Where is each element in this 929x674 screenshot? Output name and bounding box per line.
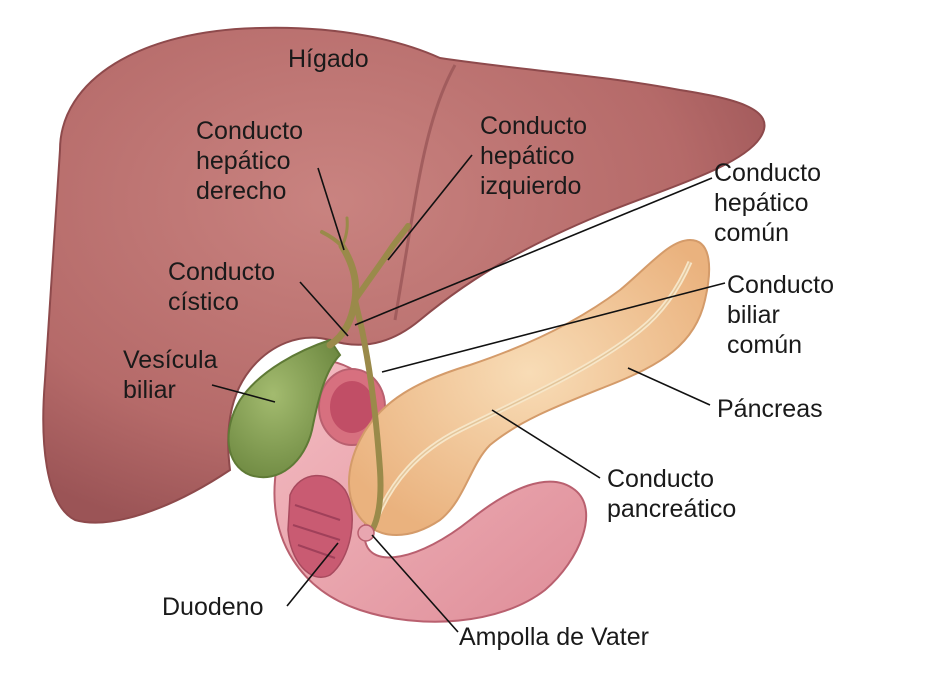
leader-ampulla [371, 534, 459, 633]
label-pancreas: Páncreas [717, 395, 823, 423]
label-common-hepatic-duct: Conducto hepático común [714, 159, 822, 247]
leader-gallbladder [211, 384, 276, 403]
liver-fissure [393, 64, 457, 321]
leader-common-hepatic [354, 177, 713, 326]
duodenum-lumen [330, 381, 374, 433]
ampulla-papilla [357, 524, 375, 542]
label-cystic-duct: Conducto cístico [168, 258, 276, 316]
label-gallbladder: Vesícula biliar [123, 346, 218, 404]
label-duodenum: Duodeno [162, 593, 264, 621]
leader-pancreas [627, 367, 711, 406]
leader-right-hepatic [317, 167, 345, 251]
pancreatic-duct-outline [371, 261, 691, 531]
leader-left-hepatic [387, 154, 473, 261]
leader-cystic [299, 281, 349, 337]
duodenum-interior [287, 474, 353, 578]
label-left-hepatic-duct: Conducto hepático izquierdo [480, 112, 588, 200]
label-pancreatic-duct: Conducto pancreático [607, 465, 737, 523]
leader-lines [211, 154, 726, 633]
pancreas-shape [348, 238, 711, 536]
leader-duodenum [286, 542, 339, 607]
label-liver: Hígado [288, 45, 369, 73]
duodenum-folds [292, 504, 341, 559]
leader-common-bile [381, 282, 726, 373]
gallbladder-shape [227, 338, 342, 479]
leader-pancreatic-duct [491, 409, 601, 479]
bile-duct-tree [320, 216, 411, 533]
label-right-hepatic-duct: Conducto hepático derecho [196, 117, 304, 205]
label-ampulla-of-vater: Ampolla de Vater [459, 623, 649, 651]
label-common-bile-duct: Conducto biliar común [727, 271, 835, 359]
